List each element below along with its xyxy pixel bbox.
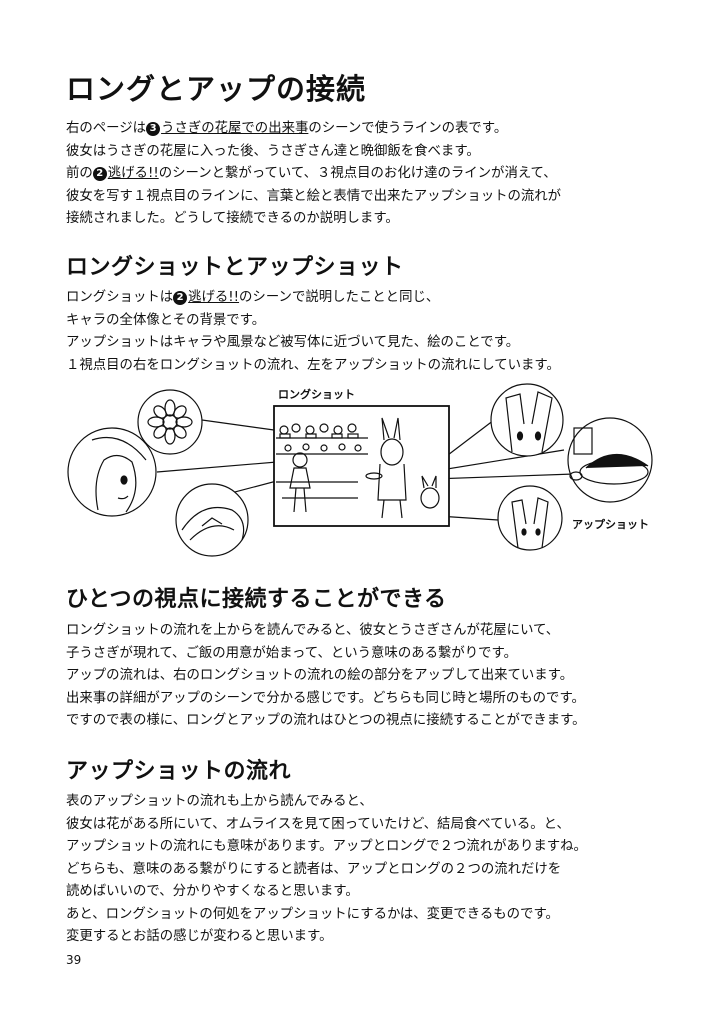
closeup-girl-face-circle: [67, 427, 157, 517]
text: のシーンと繋がっていて、３視点目のお化け達のラインが消えて、: [158, 166, 557, 181]
scene-link[interactable]: うさぎの花屋での出来事: [161, 121, 309, 136]
badge-2: 2: [173, 291, 188, 305]
text: 前の: [66, 166, 93, 181]
section3-line: アップショットの流れにも意味があります。アップとロングで２つ流れがありますね。: [66, 839, 587, 854]
section3-paragraph: 表のアップショットの流れも上から読んでみると、 彼女は花がある所にいて、オムライ…: [66, 791, 676, 949]
section2-line: ですので表の様に、ロングとアップの流れはひとつの視点に接続することができます。: [66, 713, 586, 728]
section3-line: 読めばいいので、分かりやすくなると思います。: [66, 884, 359, 899]
page-title: ロングとアップの接続: [66, 72, 367, 106]
section-heading-1: ロングショットとアップショット: [66, 255, 404, 280]
flower-icon: [147, 399, 193, 445]
text: ロングショットは: [66, 290, 174, 305]
up-shot-label: アップショット: [572, 517, 649, 531]
section-heading-2: ひとつの視点に接続することができる: [66, 587, 447, 612]
flower-pots: [279, 423, 362, 452]
rabbit-figure: [365, 417, 407, 519]
connector-line: [443, 419, 495, 459]
section1-line-2: キャラの全体像とその背景です。: [66, 312, 266, 328]
closeup-flower-circle: [137, 389, 203, 455]
badge-3: 3: [146, 122, 161, 136]
text: のシーンで使うラインの表です。: [308, 121, 508, 136]
intro-line-2: 彼女はうさぎの花屋に入った後、うさぎさん達と晩御飯を食べます。: [66, 143, 480, 159]
section-heading-3: アップショットの流れ: [66, 759, 292, 784]
scene-link[interactable]: 逃げる!!: [107, 166, 159, 181]
shot-diagram: ロングショット アップショット: [62, 380, 666, 558]
connector-line: [201, 419, 275, 431]
page-number: 39: [66, 953, 82, 967]
section3-line: 変更するとお話の感じが変わると思います。: [66, 929, 333, 944]
section1-line-3: アップショットはキャラや風景など被写体に近づいて見た、絵のことです。: [66, 335, 520, 350]
omurice-icon: [569, 427, 649, 485]
long-shot-frame: [273, 405, 450, 527]
scene-link[interactable]: 逃げる!!: [188, 290, 240, 305]
section1-line-4: １視点目の右をロングショットの流れ、左をアップショットの流れにしています。: [66, 357, 560, 373]
shot-diagram-svg: ロングショット アップショット: [67, 383, 653, 557]
section2-line: アップの流れは、右のロングショットの流れの絵の部分をアップして出来ています。: [66, 668, 574, 683]
badge-2: 2: [92, 167, 107, 181]
section2-paragraph: ロングショットの流れを上からを読んでみると、彼女とうさぎさんが花屋にいて、 子う…: [66, 620, 676, 733]
section3-line: 表のアップショットの流れも上から読んでみると、: [66, 794, 373, 809]
rabbit-face-icon: [505, 391, 553, 453]
intro-line-5: 接続されました。どうして接続できるのか説明します。: [66, 211, 399, 226]
section2-line: 出来事の詳細がアップのシーンで分かる感じです。どちらも同じ時と場所のものです。: [66, 690, 585, 706]
connector-line: [156, 461, 278, 473]
closeup-small-rabbit-circle: [497, 485, 563, 551]
text: 右のページは: [66, 121, 147, 136]
girl-face-icon: [91, 436, 147, 513]
section3-line: あと、ロングショットの何処をアップショットにするかは、変更できるものです。: [66, 906, 559, 922]
long-shot-label: ロングショット: [278, 387, 355, 401]
closeup-hands-circle: [175, 483, 249, 557]
closeup-rabbit-circle: [490, 383, 564, 457]
small-rabbit-face-icon: [511, 497, 549, 549]
section2-line: 子うさぎが現れて、ご飯の用意が始まって、という意味のある繋がりです。: [66, 645, 517, 661]
text: のシーンで説明したことと同じ、: [239, 290, 440, 305]
hands-icon: [181, 506, 245, 541]
section2-line: ロングショットの流れを上からを読んでみると、彼女とうさぎさんが花屋にいて、: [66, 623, 560, 638]
small-rabbit-figure: [420, 475, 440, 509]
intro-line-4: 彼女を写す１視点目のラインに、言葉と絵と表情で出来たアップショットの流れが: [66, 188, 562, 204]
section3-line: どちらも、意味のある繋がりにすると読者は、アップとロングの２つの流れだけを: [66, 861, 562, 877]
section3-line: 彼女は花がある所にいて、オムライスを見て困っていたけど、結局食べている。と、: [66, 816, 570, 832]
girl-figure: [289, 452, 311, 513]
